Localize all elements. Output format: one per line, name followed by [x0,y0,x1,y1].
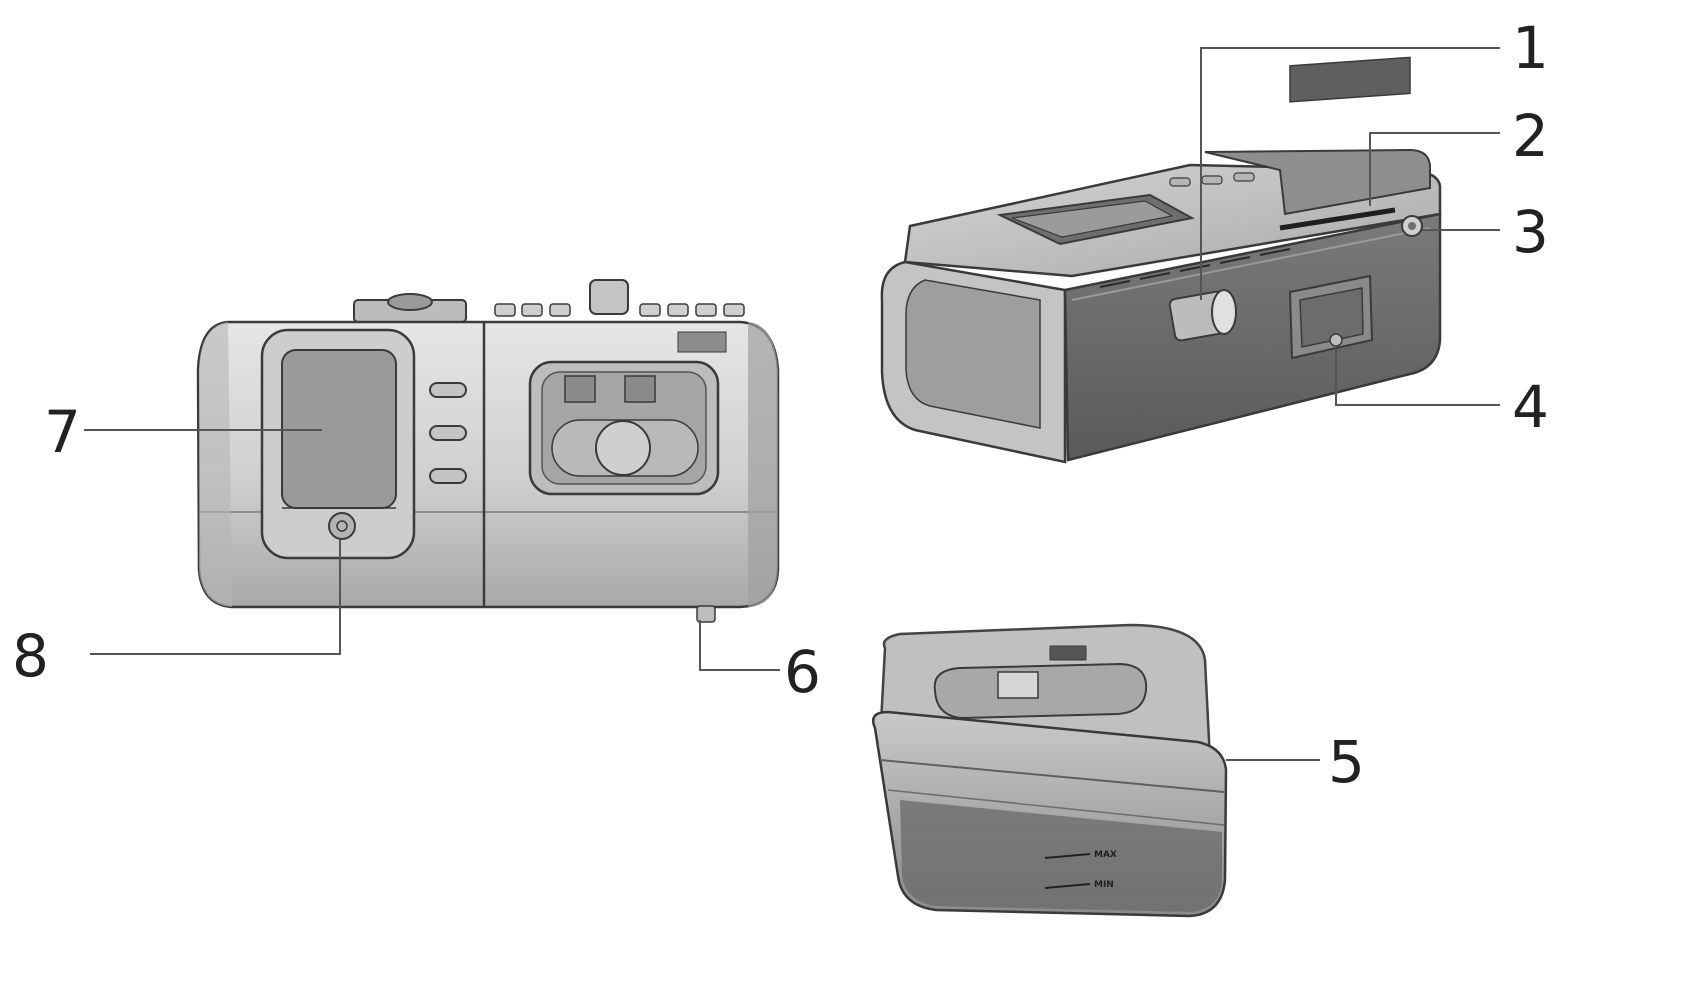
leader-4 [1335,348,1500,406]
min-level-line [1044,883,1091,889]
window-inner-port [595,420,651,476]
front-view-device [196,279,780,623]
top-outlet-port [589,279,629,315]
top-knob [387,293,433,311]
leader-6 [699,620,780,671]
callout-6: 6 [784,638,821,706]
left-side-shade [199,322,232,607]
rear-view-device [880,56,1442,464]
menu-button-top [429,382,467,398]
top-buttons-row [494,303,745,317]
menu-button-middle [429,425,467,441]
max-level-line [1044,853,1091,859]
sd-card-slot [1279,207,1396,231]
power-button-icon[interactable] [328,512,356,540]
callout-5: 5 [1328,728,1365,796]
callout-8: 8 [12,622,49,690]
water-tank: MAX MIN [871,623,1228,918]
bottom-latch [696,605,716,623]
top-small-screen [1289,56,1411,103]
callout-4: 4 [1512,373,1549,441]
leader-2 [1369,132,1500,206]
top-control-strip [1204,148,1431,216]
callout-1: 1 [1512,14,1549,82]
callout-7: 7 [44,398,81,466]
window-bracket-right [624,375,656,403]
air-outlet-port [1168,289,1237,342]
leader-1 [1200,47,1500,300]
window-bracket-left [564,375,596,403]
callout-numbers: 1 2 3 4 5 6 7 8 [12,14,1549,796]
menu-buttons[interactable] [429,382,467,484]
brand-logo [677,331,727,353]
callout-2: 2 [1512,102,1549,170]
callout-3: 3 [1512,198,1549,266]
right-side-shade [748,322,778,607]
side-vents [1099,248,1291,288]
leader-lines [84,47,1500,761]
tank-lid-handle [933,662,1148,720]
min-level-label: MIN [1094,880,1114,890]
max-level-label: MAX [1094,850,1117,860]
data-port-cover [1288,274,1374,360]
menu-button-bottom [429,468,467,484]
leader-8 [90,540,341,655]
